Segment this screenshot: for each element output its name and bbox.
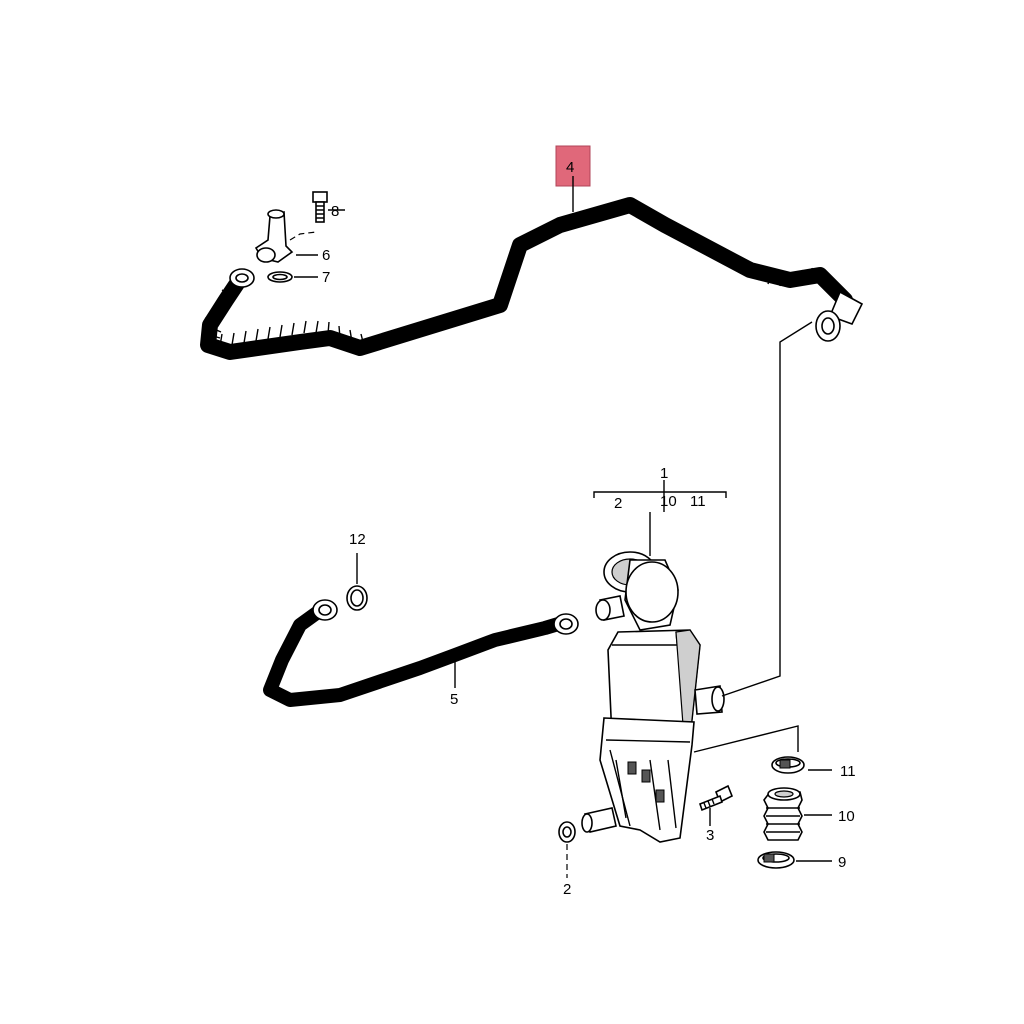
- hose-5[interactable]: [263, 599, 579, 707]
- callout-11-group[interactable]: 11: [690, 493, 706, 510]
- bolt-8[interactable]: [312, 191, 328, 223]
- hose-4-corrugation-left: [204, 289, 365, 347]
- bracket-1: [593, 491, 727, 498]
- oil-separator-1[interactable]: [581, 551, 725, 843]
- callout-3[interactable]: 3: [706, 827, 714, 844]
- clamp-11[interactable]: [771, 756, 805, 774]
- leader-hose-4-to-separator: [721, 321, 813, 697]
- o-ring-2[interactable]: [558, 821, 576, 843]
- o-ring-7[interactable]: [267, 271, 293, 283]
- callout-11[interactable]: 11: [840, 763, 856, 780]
- hose-4-corrugation-right: [747, 261, 849, 295]
- callout-2[interactable]: 2: [563, 881, 571, 898]
- clamp-9[interactable]: [757, 851, 795, 869]
- callout-10-group[interactable]: 10: [660, 493, 677, 510]
- callout-2-group[interactable]: 2: [614, 495, 622, 512]
- callout-1[interactable]: 1: [660, 465, 668, 482]
- callout-8[interactable]: 8: [331, 203, 339, 220]
- callout-7[interactable]: 7: [322, 269, 330, 286]
- callout-10[interactable]: 10: [838, 808, 855, 825]
- boot-10[interactable]: [763, 787, 803, 841]
- hose-4[interactable]: [200, 197, 864, 360]
- bolt-3[interactable]: [699, 784, 734, 812]
- o-ring-12[interactable]: [346, 585, 368, 611]
- callout-9[interactable]: 9: [838, 854, 846, 871]
- leader-11-dash: [693, 725, 799, 753]
- callout-5[interactable]: 5: [450, 691, 458, 708]
- fitting-6[interactable]: [254, 209, 294, 263]
- hose-4-right-elbow: [828, 290, 864, 325]
- callout-12[interactable]: 12: [349, 531, 366, 548]
- callout-4[interactable]: 4: [566, 159, 574, 176]
- leader-8-dash: [289, 231, 317, 241]
- callout-6[interactable]: 6: [322, 247, 330, 264]
